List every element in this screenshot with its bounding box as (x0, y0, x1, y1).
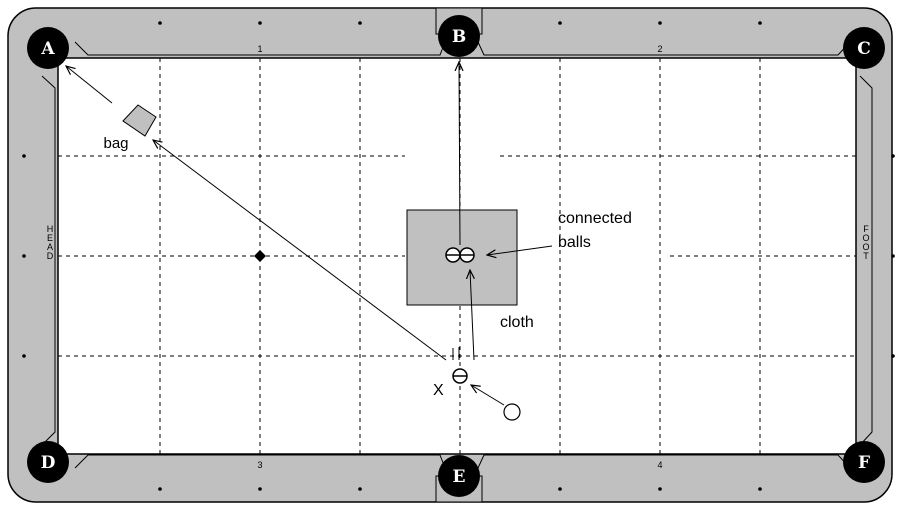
connected-label: connected (558, 210, 632, 227)
pockets: A B C D E F (27, 7, 885, 503)
rail-number-4: 4 (657, 460, 662, 470)
pocket-d: D (27, 441, 69, 483)
arrow-bag-to-pocket-a (66, 66, 113, 104)
bag-label: bag (103, 135, 128, 152)
object-ball-o (503, 403, 521, 421)
pocket-f-label: F (858, 453, 870, 473)
rail-number-3: 3 (257, 460, 262, 470)
arrow-connected-label (487, 245, 553, 255)
head-spot (254, 250, 266, 262)
balls-label: balls (558, 234, 591, 251)
pocket-a-label: A (40, 39, 55, 59)
pocket-c-label: C (857, 39, 871, 59)
pocket-b-label: B (452, 27, 466, 47)
cue-ball (452, 347, 468, 384)
pocket-c: C (843, 27, 885, 69)
connected-balls (445, 247, 475, 263)
arrow-to-pocket-b (459, 62, 460, 246)
arrow-to-bag (153, 140, 447, 361)
bag-shape (122, 104, 157, 137)
arrow-cue-to-balls (470, 270, 474, 361)
pocket-e-label: E (453, 467, 466, 487)
pocket-d-label: D (41, 453, 56, 473)
rail-number-1: 1 (257, 44, 262, 54)
pocket-a: A (27, 27, 69, 69)
x-label: X (433, 382, 444, 399)
arrow-o-to-cue (471, 385, 505, 406)
pocket-e: E (435, 455, 483, 503)
rail-number-2: 2 (657, 44, 662, 54)
diamond-grid (58, 58, 856, 454)
cloth-label: cloth (500, 314, 534, 331)
pocket-f: F (843, 441, 885, 483)
rail-diamonds (22, 21, 895, 491)
pocket-b: B (435, 7, 483, 57)
